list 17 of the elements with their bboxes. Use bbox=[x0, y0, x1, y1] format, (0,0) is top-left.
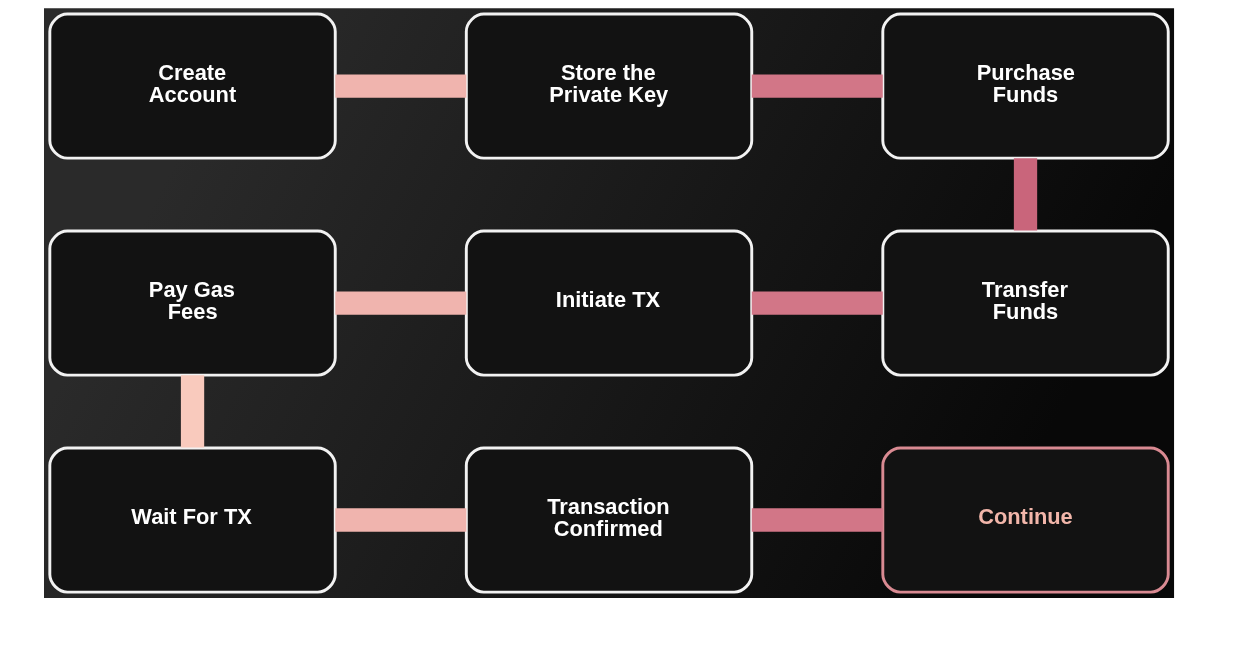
node-box: Purchase Funds bbox=[881, 12, 1170, 160]
node-box: Store the Private Key bbox=[464, 12, 754, 160]
node-box: Transfer Funds bbox=[881, 229, 1170, 377]
connector bbox=[180, 375, 205, 448]
connector bbox=[751, 508, 883, 532]
connector bbox=[1013, 158, 1038, 231]
node-box: Transaction Confirmed bbox=[464, 446, 754, 594]
node-box: Initiate TX bbox=[464, 229, 754, 377]
node-box: Create Account bbox=[48, 12, 337, 160]
node-box: Pay Gas Fees bbox=[48, 229, 337, 377]
connector bbox=[335, 74, 467, 98]
node-box: Wait For TX bbox=[48, 446, 337, 594]
connector bbox=[335, 291, 467, 315]
connector bbox=[751, 74, 883, 98]
node-box: Continue bbox=[881, 446, 1170, 594]
connector bbox=[751, 291, 883, 315]
connector bbox=[335, 508, 467, 532]
